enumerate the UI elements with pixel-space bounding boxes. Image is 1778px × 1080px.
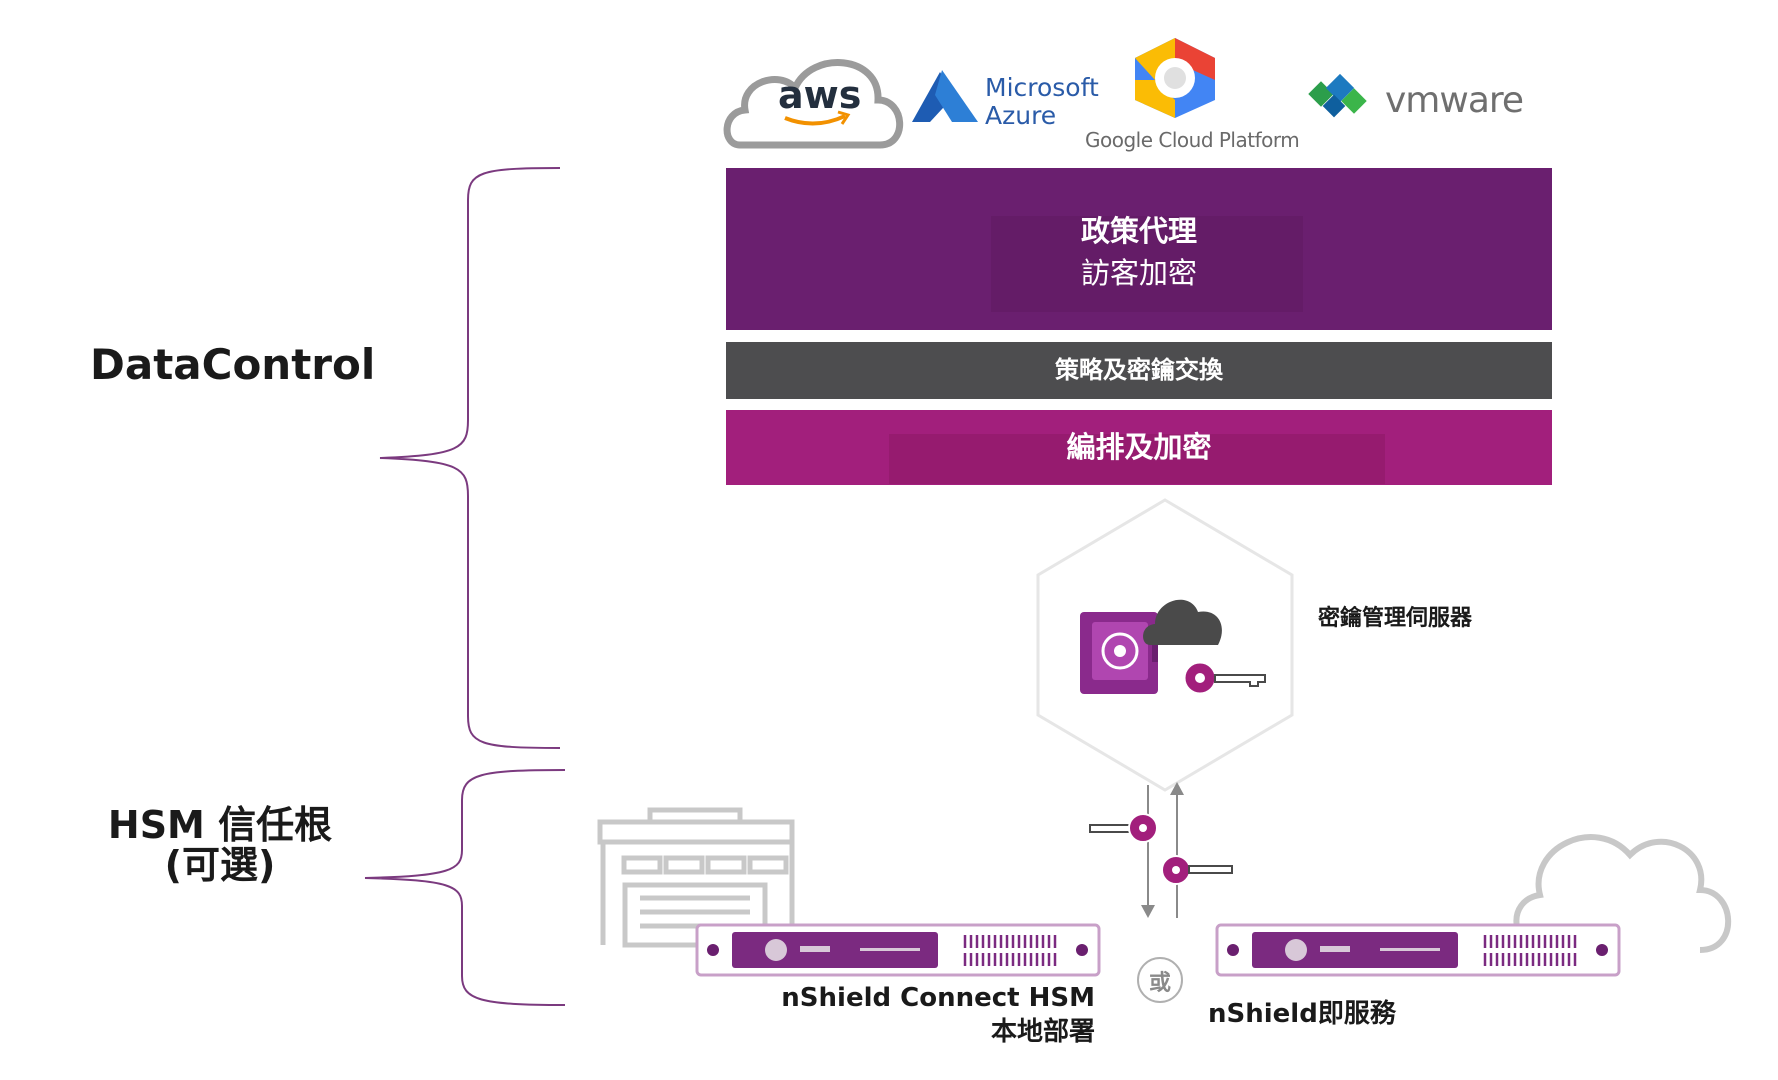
key-exchange-arrows [1089, 782, 1233, 918]
azure-logo-text-line1: Microsoft [985, 73, 1099, 102]
azure-logo-text-line2: Azure [985, 101, 1057, 130]
gcp-logo [1135, 38, 1215, 118]
policy-layer-shade [991, 216, 1303, 312]
hsm-label-line2: (可選) [164, 843, 276, 887]
service-cloud [1513, 834, 1732, 953]
orchestrate-layer-shade [889, 434, 1385, 484]
nshield-as-a-service-label: nShield即服務 [1208, 999, 1396, 1029]
datacenter-building [597, 807, 795, 948]
hsm-root-of-trust-label: HSM 信任根 (可選) [95, 805, 345, 885]
datacontrol-label: DataControl [90, 340, 376, 389]
on-premises-label: 本地部署 [990, 1017, 1095, 1047]
policy-agent-layer: 政策代理 訪客加密 [726, 168, 1552, 330]
datacontrol-brace [379, 167, 561, 749]
nshield-connect-appliance [695, 923, 1101, 977]
hsm-brace [364, 769, 566, 1006]
nshield-service-appliance [1215, 923, 1621, 977]
kms-hexagon [1036, 498, 1294, 792]
orchestration-encryption-label: 編排及加密 [1066, 430, 1212, 464]
azure-logo [912, 70, 978, 122]
or-label: 或 [1148, 971, 1171, 996]
aws-logo [723, 59, 904, 149]
gcp-logo-text: Google Cloud Platform [1085, 128, 1300, 152]
hsm-label-line1: HSM 信任根 [107, 803, 333, 847]
orchestration-encryption-layer: 編排及加密 [726, 410, 1552, 485]
policy-agent-title: 政策代理 [1080, 214, 1197, 248]
policy-key-exchange-layer: 策略及密鑰交換 [726, 342, 1552, 399]
vmware-logo [1308, 73, 1367, 118]
nshield-connect-label: nShield Connect HSM [781, 983, 1095, 1013]
or-circle [1137, 957, 1183, 1003]
key-management-server-label: 密鑰管理伺服器 [1318, 606, 1473, 631]
aws-logo-text: aws [778, 73, 862, 117]
vmware-logo-text: vmware [1385, 80, 1524, 121]
guest-encryption-subtitle: 訪客加密 [1080, 256, 1197, 290]
